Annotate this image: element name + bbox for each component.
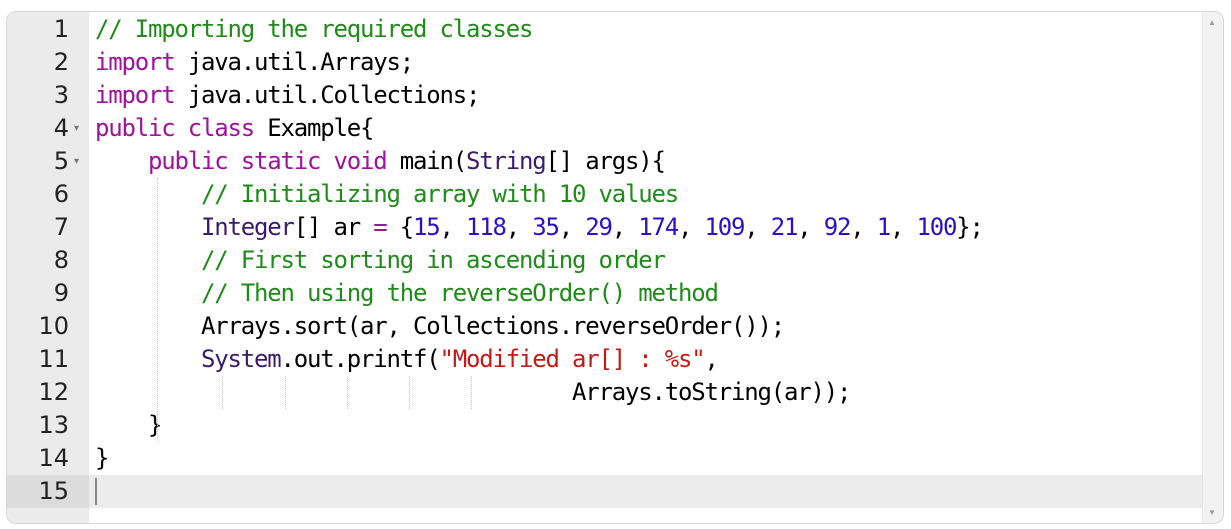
line-number: 15 [7, 475, 89, 508]
code-line[interactable]: System.out.printf("Modified ar[] : %s", [89, 343, 1203, 376]
line-number: 2 [7, 46, 89, 79]
code-line-text: Arrays.sort(ar, Collections.reverseOrder… [95, 312, 785, 340]
line-number-label: 3 [53, 81, 69, 109]
line-number-label: 6 [53, 180, 69, 208]
code-line[interactable]: import java.util.Collections; [89, 79, 1203, 112]
code-line[interactable]: Arrays.toString(ar)); [89, 376, 1203, 409]
line-number-label: 10 [38, 312, 69, 340]
code-area[interactable]: // Importing the required classes import … [89, 12, 1203, 523]
code-line[interactable]: // First sorting in ascending order [89, 244, 1203, 277]
scroll-down-icon[interactable]: ▼ [1208, 508, 1216, 517]
line-number: 3 [7, 79, 89, 112]
line-number: 1 [7, 13, 89, 46]
indent-guide [222, 376, 223, 409]
code-line-text: } [95, 411, 162, 439]
indent-guide [347, 376, 348, 409]
line-number: 8 [7, 244, 89, 277]
code-line-text: import java.util.Collections; [95, 81, 480, 109]
line-number-label: 8 [53, 246, 69, 274]
code-line-text: Arrays.toString(ar)); [95, 378, 851, 406]
code-line[interactable]: } [89, 442, 1203, 475]
indent-guide [157, 178, 158, 442]
line-number: 13 [7, 409, 89, 442]
code-line[interactable]: public static void main(String[] args){ [89, 145, 1203, 178]
code-line-text: // First sorting in ascending order [201, 246, 666, 274]
line-number-label: 15 [38, 477, 69, 505]
code-line-text: // Initializing array with 10 values [201, 180, 679, 208]
line-number-label: 1 [53, 15, 69, 43]
line-number: 10 [7, 310, 89, 343]
line-number: 9 [7, 277, 89, 310]
fold-toggle-icon[interactable]: ▾ [74, 156, 80, 167]
indent-guide [409, 376, 410, 409]
code-line[interactable]: public class Example{ [89, 112, 1203, 145]
code-line-text: // Then using the reverseOrder() method [201, 279, 719, 307]
line-number: 12 [7, 376, 89, 409]
line-number: 11 [7, 343, 89, 376]
line-number-label: 14 [38, 444, 69, 472]
scroll-up-icon[interactable]: ▲ [1208, 18, 1216, 27]
code-line-text: Integer[] ar = {15, 118, 35, 29, 174, 10… [201, 213, 984, 241]
line-number: 7 [7, 211, 89, 244]
fold-toggle-icon[interactable]: ▾ [74, 123, 80, 134]
line-number-label: 4 [53, 114, 69, 142]
code-line[interactable] [89, 475, 1203, 508]
code-line[interactable]: // Initializing array with 10 values [89, 178, 1203, 211]
code-line[interactable]: import java.util.Arrays; [89, 46, 1203, 79]
line-number: 5▾ [7, 145, 89, 178]
indent-guide [285, 376, 286, 409]
code-line[interactable]: Arrays.sort(ar, Collections.reverseOrder… [89, 310, 1203, 343]
text-cursor [95, 478, 97, 505]
line-number-label: 5 [53, 147, 69, 175]
code-line-text: } [95, 444, 109, 472]
code-line-text: System.out.printf("Modified ar[] : %s", [201, 345, 719, 373]
code-line[interactable]: // Importing the required classes [89, 13, 1203, 46]
line-number: 6 [7, 178, 89, 211]
indent-guide [471, 376, 472, 409]
code-line[interactable]: Integer[] ar = {15, 118, 35, 29, 174, 10… [89, 211, 1203, 244]
line-number: 14 [7, 442, 89, 475]
code-line-text: public static void main(String[] args){ [148, 147, 666, 175]
line-number-label: 7 [53, 213, 69, 241]
vertical-scrollbar[interactable]: ▲ ▼ [1202, 12, 1223, 523]
code-line-text: public class Example{ [95, 114, 374, 142]
code-line-text: import java.util.Arrays; [95, 48, 414, 76]
code-line[interactable]: } [89, 409, 1203, 442]
line-number-label: 13 [38, 411, 69, 439]
line-number-label: 2 [53, 48, 69, 76]
line-number-label: 9 [53, 279, 69, 307]
code-line[interactable]: // Then using the reverseOrder() method [89, 277, 1203, 310]
line-number: 4▾ [7, 112, 89, 145]
code-line-text: // Importing the required classes [95, 15, 533, 43]
line-number-label: 12 [38, 378, 69, 406]
line-number-label: 11 [38, 345, 69, 373]
